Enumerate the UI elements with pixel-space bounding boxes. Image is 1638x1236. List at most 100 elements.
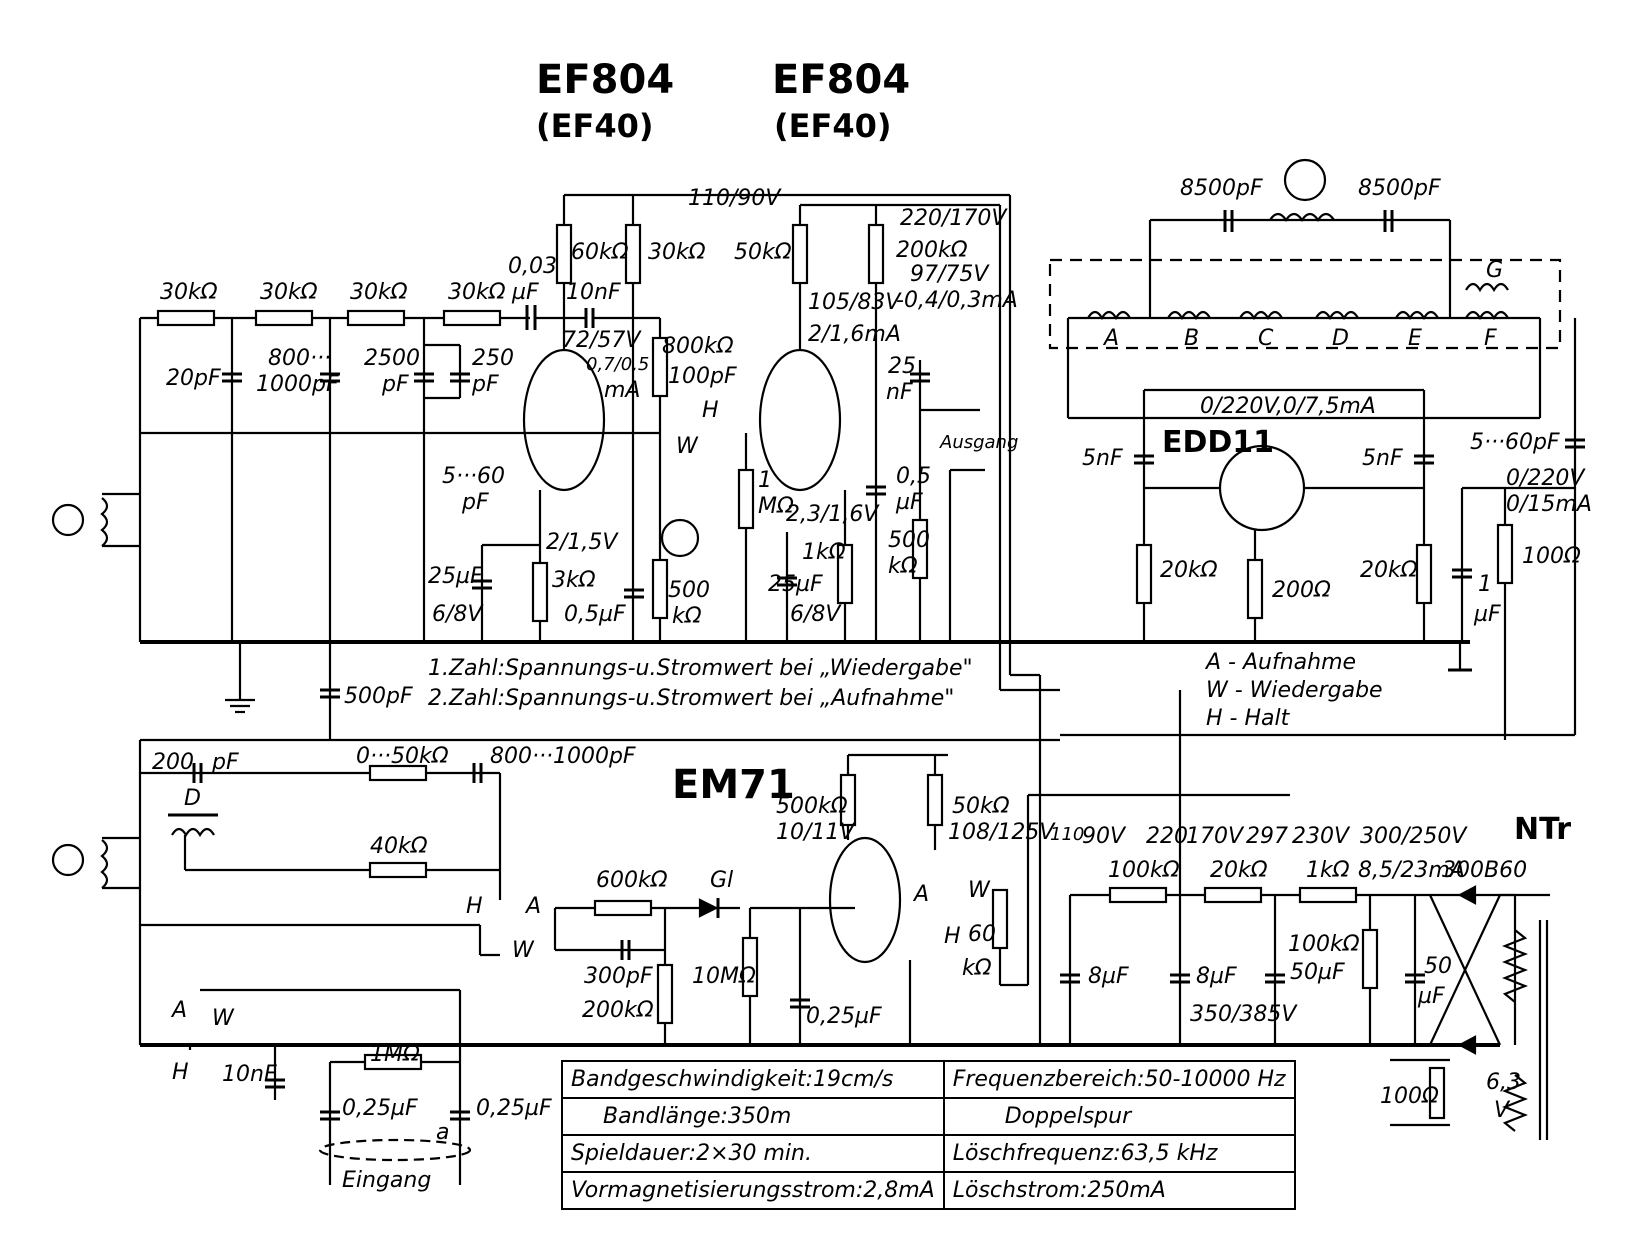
voltage-label: 0/220V [1506, 466, 1585, 491]
input-resistor-label-3: 30kΩ [350, 280, 408, 305]
legend-h: H - Halt [1206, 706, 1290, 731]
resistor-label: 1 [758, 468, 772, 493]
output-label: Ausgang [940, 432, 1019, 453]
resistor-label: kΩ [962, 956, 992, 981]
resistor-label: 60kΩ [571, 240, 629, 265]
table-row: Bandgeschwindigkeit:19cm/s Frequenzberei… [561, 1060, 1296, 1099]
cap-label: 1000pF [256, 372, 339, 397]
resistor-label: 100Ω [1380, 1084, 1439, 1109]
cap-label: pF [382, 372, 409, 397]
cap-label: 8µF [1088, 964, 1129, 989]
coil-label: G [1486, 258, 1504, 283]
resistor-label: 100kΩ [1108, 858, 1180, 883]
cap-label: µF [1474, 602, 1501, 627]
cap-label: 10nF [222, 1062, 277, 1087]
switch-a-label: A [526, 894, 542, 919]
coil-label: D [184, 786, 201, 811]
coil-tap-label: E [1408, 326, 1422, 351]
tube-v2-title: EF804 [772, 57, 911, 103]
input-resistor-4 [442, 309, 502, 327]
cap-label: 6/8V [790, 602, 841, 627]
switch-h-label: H [944, 924, 961, 949]
cap-label: 5nF [1362, 446, 1403, 471]
resistor-label: kΩ [672, 604, 702, 629]
voltage-label: 108/125V [948, 820, 1055, 845]
cap-label: pF [472, 372, 499, 397]
input-resistor-label-1: 30kΩ [160, 280, 218, 305]
voltage-label: 110 [1050, 824, 1085, 845]
legend-a: A - Aufnahme [1206, 650, 1357, 675]
resistor-label: 100Ω [1522, 544, 1581, 569]
monitor-jack [660, 518, 700, 558]
cap-label: 8µF [1196, 964, 1237, 989]
input-label: Eingang [342, 1168, 432, 1193]
table-cell: Vormagnetisierungsstrom:2,8mA [561, 1171, 945, 1210]
resistor-label: 500 [668, 578, 710, 603]
osc-coil-box [1048, 258, 1562, 350]
cap-label: 20pF [166, 366, 221, 391]
resistor-label: 600kΩ [596, 868, 668, 893]
cap-label: 6/8V [432, 602, 483, 627]
cap-label: pF [462, 490, 489, 515]
current-label: 8,5/23mA [1358, 858, 1465, 883]
resistor-label: 100kΩ [1288, 932, 1360, 957]
voltage-label: 105/83V [808, 290, 901, 315]
cap-label: 500pF [344, 684, 413, 709]
coil-tap-label: C [1258, 326, 1274, 351]
current-label: -0,4/0,3mA [896, 288, 1018, 313]
coil-tap-label: B [1184, 326, 1200, 351]
voltage-label: V [1494, 1098, 1510, 1123]
voltage-label: 2/1,5V [546, 530, 618, 555]
specifications-table: Bandgeschwindigkeit:19cm/s Frequenzberei… [561, 1060, 1296, 1210]
input-resistor-1 [156, 309, 216, 327]
resistor-label: 1kΩ [802, 540, 846, 565]
voltage-label: 220 [1146, 824, 1188, 849]
cap-label: 50µF [1290, 960, 1345, 985]
cap-label: 0,25µF [806, 1004, 882, 1029]
resistor-label: 1kΩ [1306, 858, 1350, 883]
cap-label: 0,5 [896, 464, 931, 489]
cap-label: 5nF [1082, 446, 1123, 471]
resistor-label: 500kΩ [776, 794, 848, 819]
cap-label: 800··· [268, 346, 331, 371]
voltage-label: 72/57V [562, 328, 641, 353]
cap-label: 200 [152, 750, 194, 775]
tube-v2-subtitle: (EF40) [774, 107, 892, 145]
record-head-lower [51, 843, 85, 877]
resistor-label: 800kΩ [662, 334, 734, 359]
cap-label: µF [896, 490, 923, 515]
legend-w: W - Wiedergabe [1206, 678, 1383, 703]
input-resistor-label-2: 30kΩ [260, 280, 318, 305]
cap-label: 1 [1478, 572, 1492, 597]
tube-v3-title: EDD11 [1162, 425, 1275, 460]
cap-label: µF [1418, 984, 1445, 1009]
tube-v4 [828, 836, 902, 964]
coil-tap-label: A [1104, 326, 1120, 351]
table-row: Spieldauer:2×30 min. Löschfrequenz:63,5 … [561, 1134, 1296, 1173]
voltage-label: 2,3/1,6V [786, 502, 879, 527]
cap-label: 0,25µF [476, 1096, 552, 1121]
resistor-label: 0···50kΩ [356, 744, 449, 769]
switch-w-label: W [512, 938, 534, 963]
cap-label: 800···1000pF [490, 744, 636, 769]
cap-label: 300pF [584, 964, 653, 989]
current-label: 2/1,6mA [808, 322, 901, 347]
table-cell: Bandlänge:350m [561, 1097, 945, 1136]
cap-label: 10nF [566, 280, 621, 305]
resistor-label: 200kΩ [896, 238, 968, 263]
voltage-label: 170V [1186, 824, 1244, 849]
cap-label: 25µF [768, 572, 823, 597]
resistor-label: 200kΩ [582, 998, 654, 1023]
voltage-label: 97/75V [910, 262, 989, 287]
resistor-label: 3kΩ [552, 568, 596, 593]
switch-h-label: H [172, 1060, 189, 1085]
coil-tap-label: D [1332, 326, 1349, 351]
resistor-label: 20kΩ [1160, 558, 1218, 583]
voltage-label: 297 [1246, 824, 1288, 849]
tube-v2 [758, 348, 842, 492]
tube-v4-title: EM71 [672, 762, 795, 808]
input-resistor-3 [346, 309, 406, 327]
current-label: mA [604, 378, 641, 403]
table-cell: Löschfrequenz:63,5 kHz [942, 1134, 1296, 1173]
